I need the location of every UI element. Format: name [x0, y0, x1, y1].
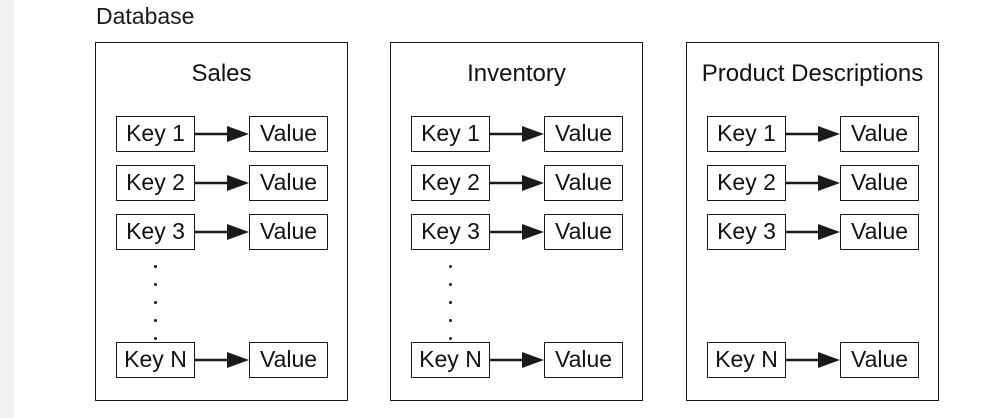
- key-value-row: Key N Value: [411, 342, 631, 378]
- store-sales: Sales Key 1 Value Key 2 Value Key 3 Valu…: [95, 42, 348, 401]
- key-box: Key N: [116, 342, 195, 378]
- arrow-right-icon: [490, 224, 544, 240]
- key-box: Key 1: [411, 116, 490, 152]
- key-value-row: Key 1 Value: [411, 116, 631, 152]
- value-box: Value: [840, 165, 919, 201]
- value-box: Value: [249, 342, 328, 378]
- value-box: Value: [544, 214, 623, 250]
- arrow-right-icon: [195, 175, 249, 191]
- arrow-right-icon: [490, 126, 544, 142]
- arrow-right-icon: [786, 175, 840, 191]
- key-box: Key 1: [116, 116, 195, 152]
- arrow-right-icon: [195, 224, 249, 240]
- value-box: Value: [840, 116, 919, 152]
- key-value-row: Key N Value: [116, 342, 336, 378]
- key-value-row: Key 1 Value: [116, 116, 336, 152]
- key-value-row: Key 3 Value: [707, 214, 927, 250]
- arrow-right-icon: [786, 224, 840, 240]
- ellipsis-dots: [446, 259, 456, 349]
- left-margin-strip: [0, 0, 14, 418]
- value-box: Value: [544, 342, 623, 378]
- value-box: Value: [249, 116, 328, 152]
- key-value-row: Key 3 Value: [411, 214, 631, 250]
- store-title: Sales: [191, 60, 252, 87]
- store-product-descriptions: Product Descriptions Key 1 Value Key 2 V…: [686, 42, 939, 401]
- key-box: Key N: [411, 342, 490, 378]
- value-box: Value: [840, 342, 919, 378]
- value-box: Value: [544, 165, 623, 201]
- database-title: Database: [96, 3, 195, 29]
- arrow-right-icon: [490, 175, 544, 191]
- value-box: Value: [249, 165, 328, 201]
- key-value-row: Key 1 Value: [707, 116, 927, 152]
- store-title: Product Descriptions: [701, 60, 924, 87]
- ellipsis-dots: [151, 259, 161, 349]
- value-box: Value: [544, 116, 623, 152]
- key-value-row: Key 2 Value: [116, 165, 336, 201]
- arrow-right-icon: [786, 126, 840, 142]
- key-value-row: Key 2 Value: [411, 165, 631, 201]
- key-box: Key 1: [707, 116, 786, 152]
- key-value-row: Key N Value: [707, 342, 927, 378]
- key-box: Key 3: [116, 214, 195, 250]
- value-box: Value: [840, 214, 919, 250]
- key-box: Key 3: [707, 214, 786, 250]
- key-value-row: Key 2 Value: [707, 165, 927, 201]
- store-title: Inventory: [467, 60, 566, 87]
- key-box: Key N: [707, 342, 786, 378]
- key-box: Key 2: [707, 165, 786, 201]
- arrow-right-icon: [490, 352, 544, 368]
- key-box: Key 3: [411, 214, 490, 250]
- value-box: Value: [249, 214, 328, 250]
- arrow-right-icon: [195, 352, 249, 368]
- arrow-right-icon: [195, 126, 249, 142]
- store-inventory: Inventory Key 1 Value Key 2 Value Key 3 …: [390, 42, 643, 401]
- key-box: Key 2: [411, 165, 490, 201]
- key-value-row: Key 3 Value: [116, 214, 336, 250]
- key-box: Key 2: [116, 165, 195, 201]
- arrow-right-icon: [786, 352, 840, 368]
